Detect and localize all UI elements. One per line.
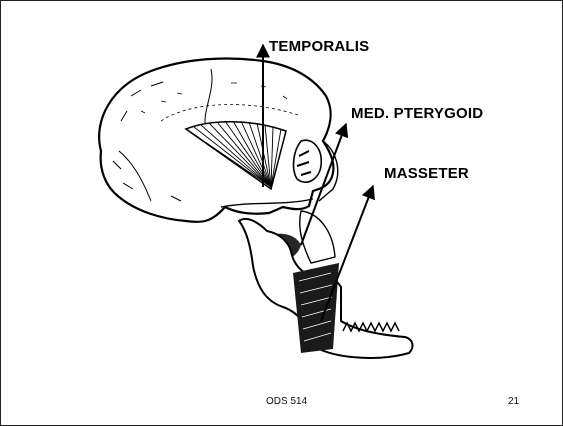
slide-number: 21 <box>508 396 519 407</box>
medial-pterygoid-label: MED. PTERYGOID <box>351 105 483 122</box>
course-code: ODS 514 <box>266 396 307 407</box>
temporalis-label: TEMPORALIS <box>269 38 369 55</box>
masseter-muscle <box>293 263 339 353</box>
masseter-label: MASSETER <box>384 165 469 182</box>
orbit <box>294 140 322 182</box>
